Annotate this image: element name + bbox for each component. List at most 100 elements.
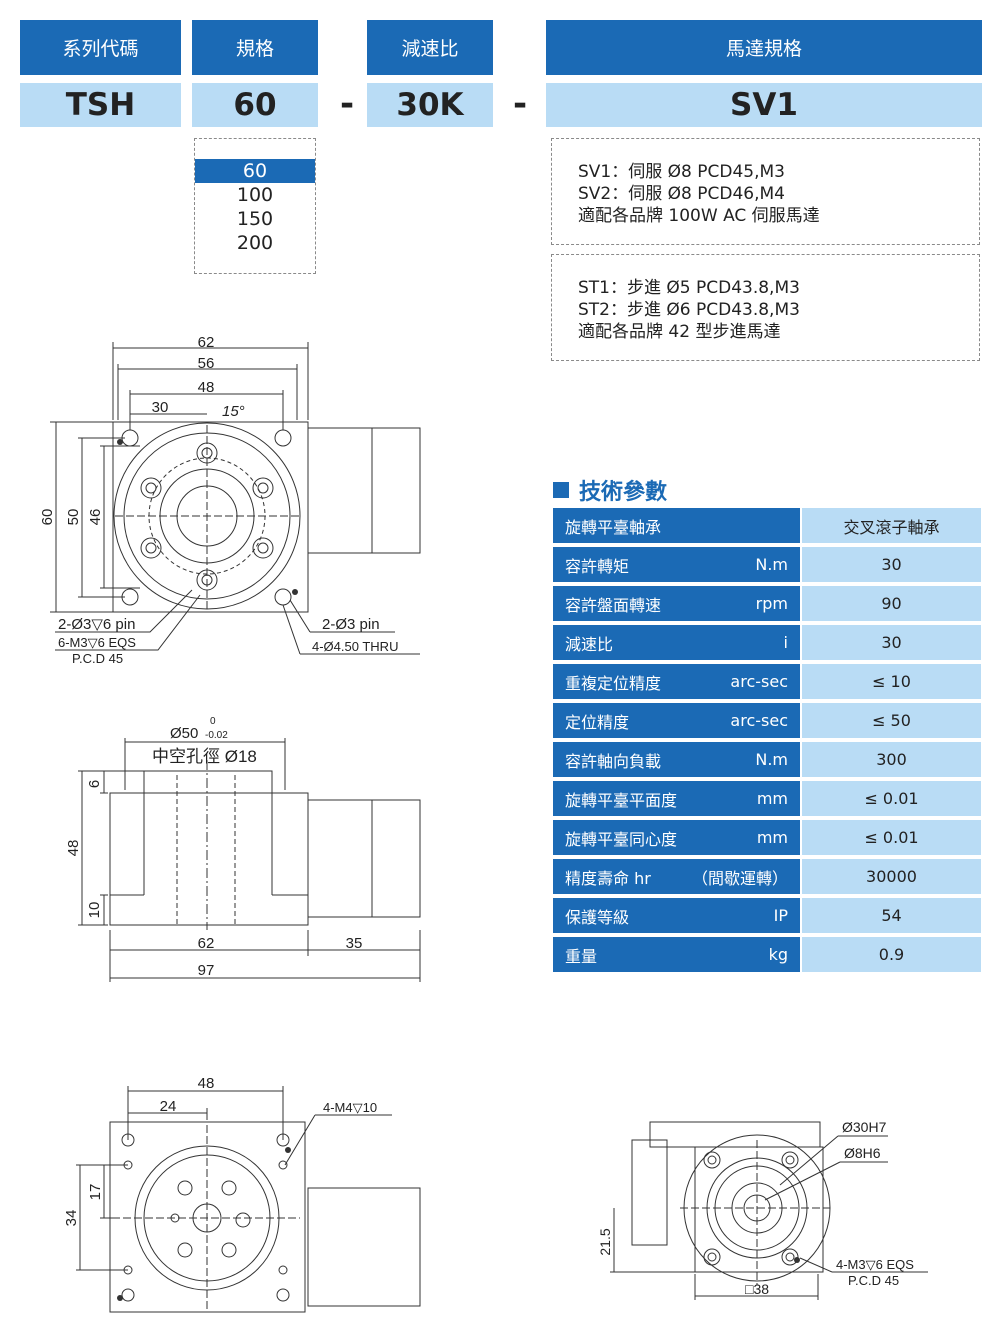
dim-6: 6	[86, 780, 103, 788]
servo-line: 適配各品牌 100W AC 伺服馬達	[578, 206, 820, 226]
dim-35: 35	[346, 935, 363, 952]
size-options-box: 60 100 150 200	[194, 138, 316, 274]
spec-value: 90	[800, 586, 981, 623]
pcd-callout-left: P.C.D 45	[72, 651, 123, 666]
size-option-150[interactable]: 150	[236, 208, 274, 230]
stepper-line: ST1：步進 Ø5 PCD43.8,M3	[578, 278, 800, 298]
spec-value: ≤ 50	[800, 703, 981, 740]
spec-name: 容許盤面轉速	[565, 595, 662, 615]
spec-value: ≤ 0.01	[800, 820, 981, 857]
spec-value: 300	[800, 742, 981, 779]
spec-name: 容許軸向負載	[565, 751, 662, 771]
spec-name: 重量	[565, 946, 598, 966]
spec-name: 減速比	[565, 634, 614, 654]
spec-name: 旋轉平臺軸承	[565, 517, 662, 537]
dim-97: 97	[198, 962, 215, 979]
spec-value: ≤ 10	[800, 664, 981, 701]
spec-name: 旋轉平臺同心度	[565, 829, 678, 849]
spec-label-cell: 旋轉平臺同心度 mm	[553, 820, 800, 857]
spec-unit: arc-sec	[730, 672, 788, 691]
ratio-header: 減速比	[367, 20, 493, 75]
spec-unit: kg	[768, 945, 788, 964]
size-option-60[interactable]: 60	[195, 159, 315, 183]
spec-unit: arc-sec	[730, 711, 788, 730]
dim-48-bottom: 48	[198, 1075, 215, 1092]
spec-unit: IP	[773, 906, 788, 925]
motor-spec-header: 馬達規格	[546, 20, 982, 75]
technical-drawings: 62 56 48 30 15° 60 50 46 2-Ø3▽6 pin 6-M3…	[39, 334, 421, 1313]
tap-callout: 4-M4▽10	[323, 1100, 377, 1115]
stepper-line: ST2：步進 Ø6 PCD43.8,M3	[578, 300, 800, 320]
side-view-motor	[307, 799, 421, 918]
shaft-label: Ø8H6	[844, 1145, 881, 1161]
spec-unit: mm	[756, 828, 788, 847]
spec-value: 30	[800, 625, 981, 662]
dim-48: 48	[198, 379, 215, 396]
angle-15: 15°	[222, 403, 245, 420]
spec-value: 交叉滾子軸承	[800, 508, 981, 545]
spec-label-cell: 容許軸向負載 N.m	[553, 742, 800, 779]
spec-row: 容許轉矩 N.m 30	[553, 547, 981, 584]
spec-row: 重複定位精度 arc-sec ≤ 10	[553, 664, 981, 701]
pin-callout-right: 2-Ø3 pin	[322, 616, 380, 633]
dim-10: 10	[86, 902, 103, 919]
spec-label-cell: 重複定位精度 arc-sec	[553, 664, 800, 701]
spec-title: 技術參數	[553, 474, 667, 506]
spec-label-cell: 重量 kg	[553, 937, 800, 974]
bottom-view-flange	[109, 1121, 306, 1313]
series-code-header: 系列代碼	[20, 20, 181, 75]
spec-value: 0.9	[800, 937, 981, 974]
pin-callout-left: 2-Ø3▽6 pin	[58, 616, 135, 633]
motor-pcd-callout: P.C.D 45	[848, 1273, 899, 1288]
side-view-body	[109, 792, 309, 926]
spec-label-cell: 保護等級 IP	[553, 898, 800, 935]
spec-name: 容許轉矩	[565, 556, 630, 576]
top-view-motor	[307, 427, 421, 554]
dim-46: 46	[87, 509, 104, 526]
bottom-view-motor	[307, 1187, 421, 1307]
spec-name: 重複定位精度	[565, 673, 662, 693]
dim-62-side: 62	[198, 935, 215, 952]
spec-name: 保護等級	[565, 907, 630, 927]
spec-label-cell: 旋轉平臺軸承	[553, 508, 800, 545]
dim-21-5: 21.5	[597, 1228, 613, 1255]
dim-48-side: 48	[65, 840, 82, 857]
bore-tol-lower: -0.02	[205, 730, 228, 741]
spec-unit: N.m	[755, 750, 788, 769]
shaft-bore-label: Ø30H7	[842, 1119, 887, 1135]
ratio-value: 30K	[367, 83, 493, 127]
spec-row: 旋轉平臺同心度 mm ≤ 0.01	[553, 820, 981, 857]
spec-label-cell: 容許轉矩 N.m	[553, 547, 800, 584]
dim-30: 30	[152, 399, 169, 416]
hollow-bore-label: 中空孔徑 Ø18	[152, 747, 257, 766]
spec-row: 重量 kg 0.9	[553, 937, 981, 974]
servo-line: SV2：伺服 Ø8 PCD46,M4	[578, 184, 785, 204]
separator-dash: -	[513, 84, 528, 124]
size-value: 60	[192, 83, 318, 127]
bore-dim: Ø50	[170, 725, 198, 742]
spec-row: 旋轉平臺軸承 交叉滾子軸承	[553, 508, 981, 545]
spec-value: 30	[800, 547, 981, 584]
motor-eqs-callout: 4-M3▽6 EQS	[836, 1257, 914, 1272]
spec-name: 精度壽命 hr	[565, 868, 651, 888]
spec-value: ≤ 0.01	[800, 781, 981, 818]
spec-row: 精度壽命 hr（間歇運轉）30000	[553, 859, 981, 896]
size-option-100[interactable]: 100	[236, 184, 274, 206]
spec-unit: N.m	[755, 555, 788, 574]
dim-62: 62	[198, 334, 215, 351]
bore-tol-upper: 0	[210, 716, 216, 727]
dim-24: 24	[160, 1098, 177, 1115]
size-option-200[interactable]: 200	[236, 232, 274, 254]
separator-dash: -	[340, 84, 355, 124]
spec-value: 30000	[800, 859, 981, 896]
dim-34: 34	[63, 1210, 80, 1227]
spec-label-cell: 精度壽命 hr（間歇運轉）	[553, 859, 800, 896]
spec-row: 容許軸向負載 N.m 300	[553, 742, 981, 779]
